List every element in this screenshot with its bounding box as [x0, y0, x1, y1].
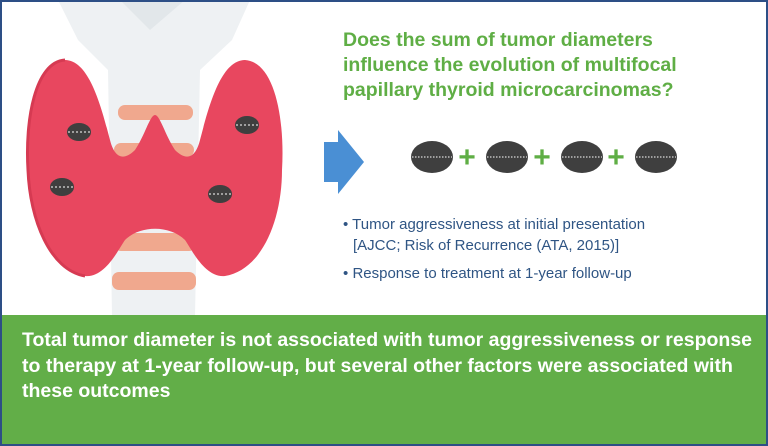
tumor-icon — [486, 141, 528, 173]
tumor-icon — [635, 141, 677, 173]
arrow-right-icon — [324, 130, 364, 194]
outcome-item: • Tumor aggressiveness at initial presen… — [343, 216, 646, 254]
thyroid-illustration — [26, 0, 283, 316]
tumor-icon — [561, 141, 603, 173]
bullet: • — [343, 216, 349, 233]
tumor-sum-diagram: + + + — [411, 141, 677, 174]
plus-icon: + — [458, 141, 476, 174]
bullet: • — [343, 265, 349, 282]
tumor-icon — [411, 141, 453, 173]
plus-icon: + — [607, 141, 625, 174]
plus-icon: + — [533, 141, 551, 174]
research-question: Does the sum of tumor diameters influenc… — [343, 29, 677, 101]
conclusion-banner: Total tumor diameter is not associated w… — [0, 315, 768, 446]
outcome-list: • Tumor aggressiveness at initial presen… — [343, 214, 645, 291]
outcome-item: • Response to treatment at 1-year follow… — [343, 265, 632, 282]
thyroid-gland — [26, 58, 283, 278]
tumor-nodules — [50, 116, 259, 203]
conclusion-text: Total tumor diameter is not associated w… — [22, 329, 753, 402]
